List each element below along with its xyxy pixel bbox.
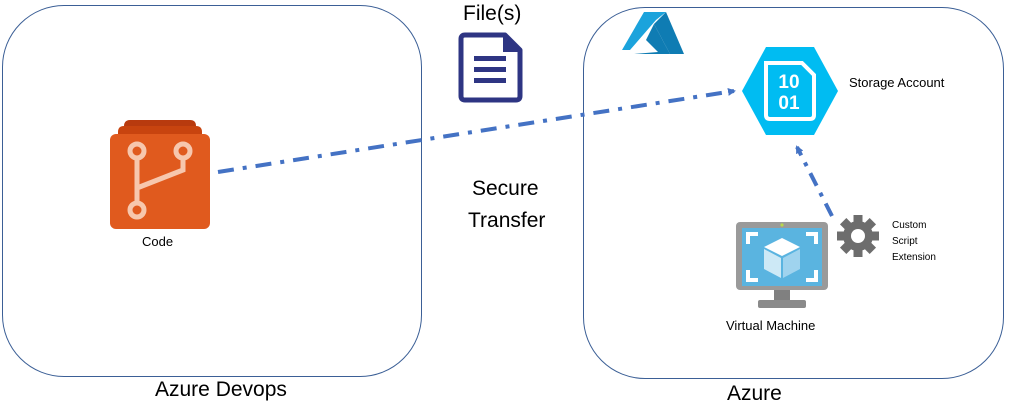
azure-container	[583, 7, 1004, 379]
storage-icon-text-2: 01	[778, 93, 800, 114]
secure-transfer-line2: Transfer	[468, 209, 546, 232]
storage-icon-text-1: 10	[778, 72, 799, 93]
storage-account-label: Storage Account	[849, 75, 945, 90]
azure-devops-container	[2, 5, 422, 377]
git-repo-icon	[110, 120, 210, 229]
file-icon	[458, 32, 523, 103]
storage-account-icon: 10 01	[742, 47, 838, 135]
azure-devops-label: Azure Devops	[155, 378, 287, 401]
files-label: File(s)	[463, 2, 522, 25]
secure-transfer-connector	[217, 87, 736, 174]
secure-transfer-line1: Secure	[472, 177, 539, 200]
extension-label-line1: Custom	[892, 220, 927, 231]
custom-script-extension-label: Custom Script Extension	[892, 218, 936, 266]
code-label: Code	[142, 234, 174, 249]
virtual-machine-icon	[736, 222, 828, 308]
extension-label-line3: Extension	[892, 252, 936, 263]
azure-logo-icon	[622, 12, 684, 54]
extension-label-line2: Script	[892, 236, 918, 247]
extension-to-storage-connector	[795, 145, 834, 217]
virtual-machine-label: Virtual Machine	[726, 318, 816, 333]
gear-icon	[837, 215, 879, 257]
azure-label: Azure	[727, 382, 782, 405]
